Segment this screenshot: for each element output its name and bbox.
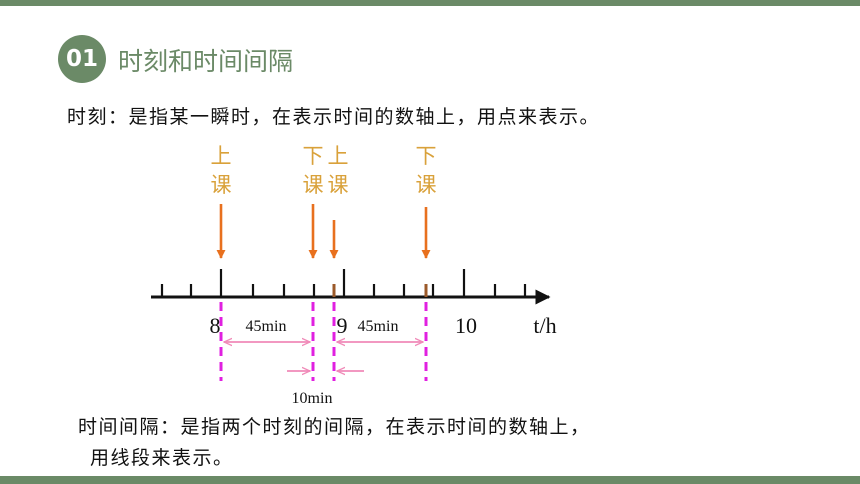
section-title: 时刻和时间间隔 [118, 47, 294, 76]
section-number-badge: 01 [58, 35, 106, 83]
event-point-marks [332, 284, 428, 297]
interval-definition-line1: 时间间隔：是指两个时刻的间隔，在表示时间的数轴上， [78, 416, 591, 438]
event-4-char-1: 下 [416, 144, 437, 168]
bottom-accent-bar [0, 476, 860, 484]
event-1-char-1: 上 [211, 144, 232, 168]
interval-definition-line2: 用线段来表示。 [90, 447, 234, 469]
top-accent-bar [0, 0, 860, 6]
event-3-char-2: 课 [328, 173, 349, 197]
tick-label-10: 10 [455, 313, 477, 338]
tick-label-8: 8 [210, 313, 221, 338]
tick-label-9: 9 [337, 313, 348, 338]
duration-label-3: 10min [292, 390, 333, 407]
event-4-char-2: 课 [416, 173, 437, 197]
axis-unit-label: t/h [533, 313, 556, 338]
event-2-char-2: 课 [303, 173, 324, 197]
event-1-char-2: 课 [211, 173, 232, 197]
moment-definition: 时刻：是指某一瞬时，在表示时间的数轴上，用点来表示。 [67, 106, 601, 128]
duration-label-1: 45min [246, 318, 287, 335]
event-3-char-1: 上 [328, 144, 349, 168]
section-number: 01 [65, 46, 98, 72]
axis-ticks [160, 269, 527, 297]
duration-label-2: 45min [358, 318, 399, 335]
event-2-char-1: 下 [303, 144, 324, 168]
